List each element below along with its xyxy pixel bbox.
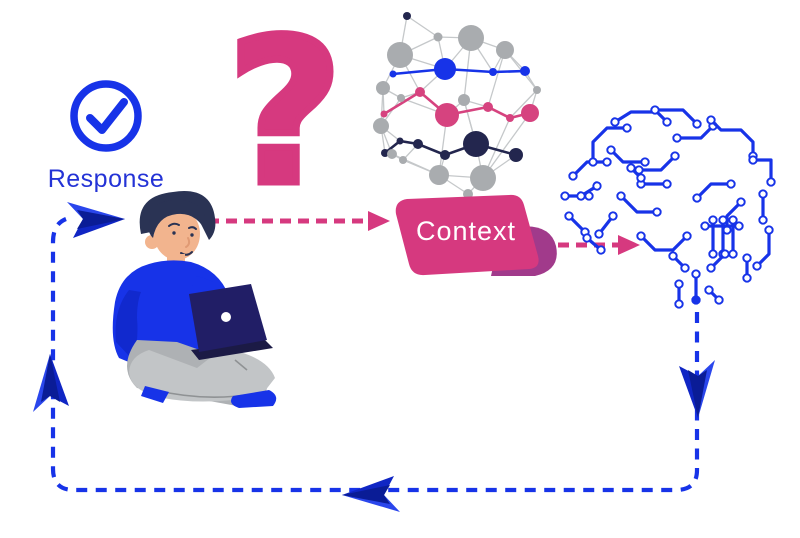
arrowhead-icon (618, 235, 640, 255)
laptop-logo (221, 312, 231, 322)
shoe (141, 386, 169, 403)
paper-plane-icon-left (342, 476, 400, 512)
graph-node (387, 42, 413, 68)
graph-node (483, 102, 493, 112)
circuit-brain-icon (560, 105, 776, 309)
graph-node (387, 149, 397, 159)
response-label: Response (47, 165, 165, 193)
arrowhead-icon (368, 211, 390, 231)
graph-edge (482, 112, 531, 179)
graph-node (489, 68, 497, 76)
feedback-loop-line (50, 217, 700, 493)
graph-node (429, 165, 449, 185)
graph-node (509, 148, 523, 162)
graph-node (381, 149, 389, 157)
context-arrow (558, 235, 640, 255)
graph-edge (406, 15, 439, 38)
paper-plane-icon-down (679, 360, 715, 418)
query-arrow (208, 211, 390, 231)
graph-node (470, 165, 496, 191)
graph-node (533, 86, 541, 94)
graph-node (399, 156, 407, 164)
graph-node (458, 25, 484, 51)
graph-node (506, 114, 514, 122)
person-with-laptop (112, 191, 277, 408)
graph-node (403, 12, 411, 20)
paper-plane-icon-up (33, 354, 69, 412)
graph-node (496, 41, 514, 59)
graph-node (463, 131, 489, 157)
graph-node (521, 104, 539, 122)
graph-node (380, 110, 388, 118)
graph-edge (487, 49, 506, 108)
graph-node (376, 81, 390, 95)
graph-node (434, 58, 456, 80)
check-circle-icon (70, 80, 142, 152)
shoe (231, 390, 277, 408)
context-node: Context (383, 192, 568, 284)
graph-node (435, 103, 459, 127)
context-label: Context (415, 216, 517, 246)
graph-node (413, 139, 423, 149)
face (154, 208, 200, 260)
graph-node (397, 94, 405, 102)
laptop-base (191, 340, 273, 360)
graph-node (373, 118, 389, 134)
graph-node (389, 70, 397, 78)
graph-node (396, 137, 404, 145)
graph-node (415, 87, 425, 97)
hair (139, 191, 216, 240)
graph-node (458, 94, 470, 106)
response-node: Response (36, 76, 176, 194)
graph-node (463, 189, 473, 199)
context-ribbon (395, 194, 557, 276)
question-mark: ? (223, 0, 346, 230)
graph-path-blue (392, 67, 526, 76)
knowledge-graph (373, 12, 541, 199)
graph-node (433, 32, 443, 42)
graph-edge (509, 89, 538, 119)
graph-node (440, 150, 450, 160)
graph-node (520, 66, 530, 76)
